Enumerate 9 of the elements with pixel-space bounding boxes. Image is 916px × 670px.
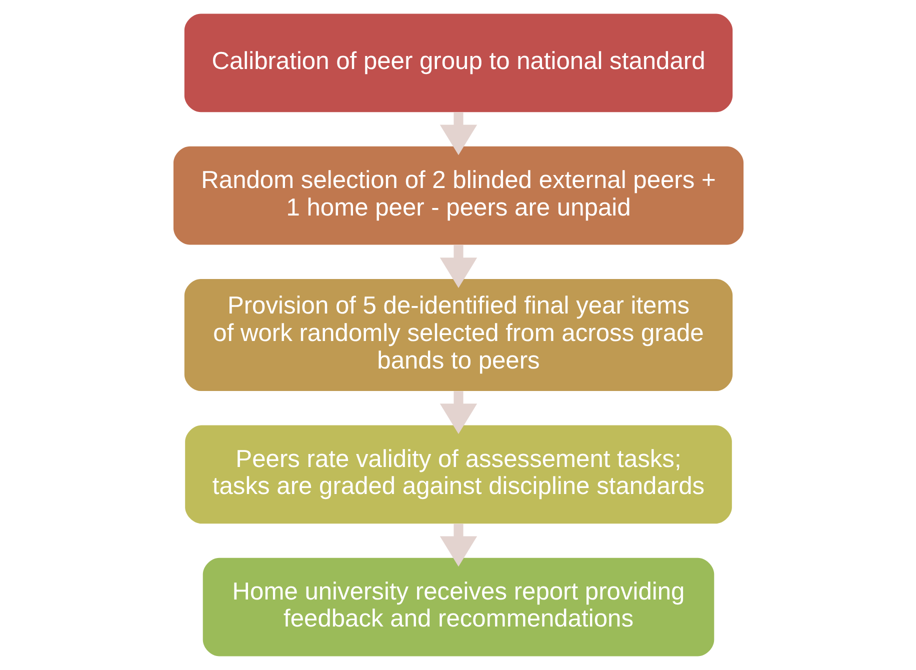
arrow [439, 391, 477, 434]
arrow [439, 524, 477, 567]
node-box: Home university receives report providing feedback and recommendations [202, 558, 714, 656]
arrow [439, 112, 477, 156]
node-box: Provision of 5 de-identified final year items of work randomly selected from across grade bands to peers [184, 278, 732, 392]
node-box: Calibration of peer group to national standard [184, 14, 732, 112]
node-box: Random selection of 2 blinded external peers + 1 home peer - peers are unpaid [172, 146, 744, 245]
arrow [439, 245, 477, 288]
node-box: Peers rate validity of assessement tasks; tasks are graded against discipline standards [184, 425, 732, 524]
